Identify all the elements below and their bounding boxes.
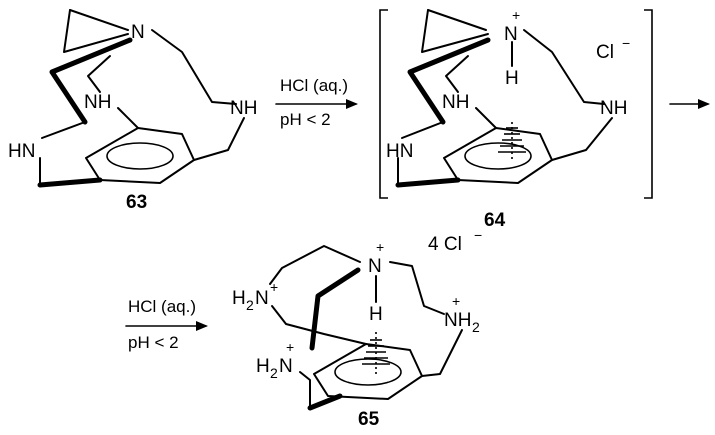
bond-63-5 bbox=[151, 29, 237, 105]
benzene-ring-65 bbox=[313, 343, 423, 400]
atom-n-63: N bbox=[131, 22, 145, 43]
counterion-charge-65: − bbox=[474, 227, 482, 243]
aromatic-circle-64 bbox=[464, 142, 532, 170]
compound-64: N + H NH NH HN Cl − 64 bbox=[379, 7, 653, 231]
compound-65: N + H H 2 N + NH 2 + H 2 N + 4 Cl − 65 bbox=[232, 227, 482, 430]
arrow-1-condition: pH < 2 bbox=[280, 110, 331, 129]
bond-63-6 bbox=[193, 117, 245, 161]
right-bracket bbox=[644, 9, 653, 199]
compound-number-65: 65 bbox=[358, 409, 380, 430]
hashed-bond-64 bbox=[498, 122, 526, 160]
aromatic-circle-63 bbox=[106, 142, 174, 170]
benzene-ring-64 bbox=[443, 127, 553, 184]
bond-63-4 bbox=[69, 9, 129, 31]
atom-n-64: N bbox=[504, 24, 518, 45]
arrow-3-head bbox=[196, 321, 208, 331]
atom-nh-left-64: NH bbox=[442, 92, 469, 113]
bond-65-1 bbox=[269, 245, 361, 285]
bond-64-3 bbox=[421, 9, 489, 53]
charge-nh2-right-65: + bbox=[452, 293, 460, 309]
charge-n-65: + bbox=[376, 239, 384, 255]
bond-65-2 bbox=[271, 305, 367, 345]
counterion-65: 4 Cl bbox=[428, 234, 462, 255]
bold-bond-64a bbox=[395, 177, 461, 188]
bold-bond-65a bbox=[307, 393, 343, 411]
atom-h2n-left-n-65: N bbox=[255, 288, 269, 309]
compound-number-64: 64 bbox=[484, 210, 506, 231]
atom-nh2-right-sub-65: 2 bbox=[472, 319, 480, 335]
bond-64-6 bbox=[551, 117, 613, 161]
counterion-charge-64: − bbox=[622, 35, 630, 51]
atom-nh2-right-n-65: NH bbox=[444, 310, 471, 331]
bond-64-2 bbox=[445, 55, 469, 93]
bold-bond-63b bbox=[49, 37, 133, 125]
hashed-bond-65 bbox=[362, 332, 390, 376]
atom-h-64: H bbox=[505, 68, 519, 89]
atom-nh-right-64: NH bbox=[600, 98, 627, 119]
atom-h-65: H bbox=[369, 304, 383, 325]
left-bracket bbox=[379, 9, 388, 199]
bold-bond-63a bbox=[37, 177, 103, 188]
atom-nh-left-63: NH bbox=[84, 92, 111, 113]
reaction-arrow-3: HCl (aq.) pH < 2 bbox=[125, 297, 208, 352]
arrow-1-head bbox=[346, 99, 358, 109]
atom-h2n-bottom-n-65: N bbox=[279, 356, 293, 377]
arrow-1-reagent: HCl (aq.) bbox=[280, 76, 348, 95]
charge-h2n-left-65: + bbox=[270, 279, 278, 295]
arrow-2-head bbox=[698, 99, 710, 109]
atom-h2n-left-sub-65: 2 bbox=[246, 297, 254, 313]
bond-64-7 bbox=[401, 121, 444, 139]
bond-63-3 bbox=[63, 9, 129, 53]
atom-hn-63: HN bbox=[8, 141, 35, 162]
reaction-arrow-1: HCl (aq.) pH < 2 bbox=[275, 76, 358, 129]
benzene-ring-63 bbox=[85, 127, 195, 184]
bond-63-7 bbox=[41, 121, 86, 139]
charge-h2n-bottom-65: + bbox=[286, 339, 294, 355]
atom-nh-right-63: NH bbox=[230, 98, 257, 119]
counterion-64: Cl bbox=[596, 42, 614, 63]
bond-64-5 bbox=[523, 29, 605, 105]
bond-64-4 bbox=[427, 9, 487, 31]
aromatic-circle-65 bbox=[334, 358, 402, 386]
bond-63-1 bbox=[117, 107, 139, 129]
bond-65-3 bbox=[389, 261, 445, 315]
bond-65-4 bbox=[421, 329, 463, 377]
compound-number-63: 63 bbox=[126, 192, 147, 213]
bond-65-5 bbox=[299, 371, 311, 409]
charge-n-64: + bbox=[512, 7, 520, 23]
bond-63-2 bbox=[87, 55, 111, 93]
arrow-3-condition: pH < 2 bbox=[128, 333, 179, 352]
bond-64-1 bbox=[475, 107, 497, 129]
arrow-3-reagent: HCl (aq.) bbox=[128, 297, 196, 316]
compound-63: N NH NH HN 63 bbox=[8, 9, 257, 213]
bold-bond-64b bbox=[407, 37, 491, 125]
atom-h2n-bottom-sub-65: 2 bbox=[270, 365, 278, 381]
atom-n-65: N bbox=[368, 256, 382, 277]
atom-h2n-left-h-65: H bbox=[232, 288, 246, 309]
atom-hn-64: HN bbox=[386, 141, 413, 162]
atom-h2n-bottom-h-65: H bbox=[256, 356, 270, 377]
reaction-arrow-2 bbox=[669, 99, 710, 109]
